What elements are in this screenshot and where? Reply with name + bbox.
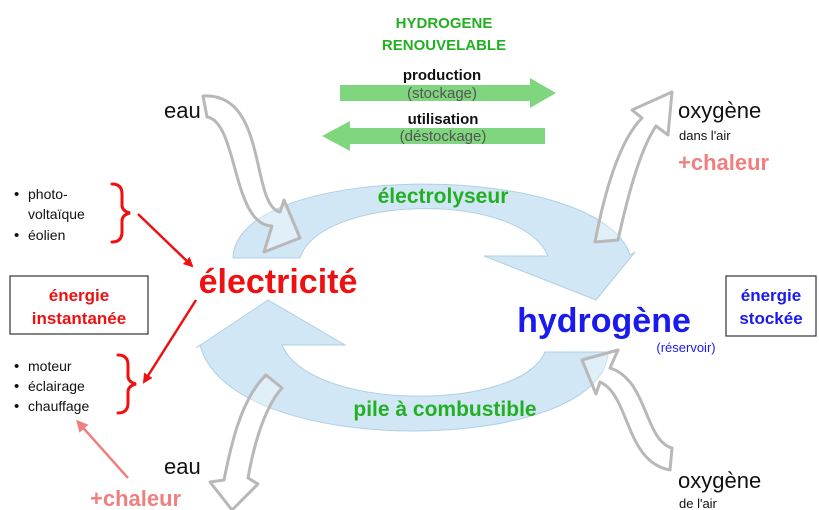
oxygen-bottom-label: oxygène xyxy=(678,468,761,493)
electrolyser-label: électrolyseur xyxy=(378,185,509,208)
source-item-wind: éolien xyxy=(28,227,65,243)
title-line-2: RENOUVELABLE xyxy=(382,37,506,54)
oxygen-top-sub: dans l'air xyxy=(679,128,731,143)
electricity-label: électricité xyxy=(199,263,358,301)
hydrogen-label: hydrogène xyxy=(517,302,691,340)
utilisation-arrow xyxy=(322,121,545,151)
water-bottom-label: eau xyxy=(164,454,201,479)
use-item-motor: moteur xyxy=(28,358,72,374)
source-item-pv-line2: voltaïque xyxy=(28,206,85,222)
use-bullet-3: • xyxy=(14,398,19,415)
instant-energy-line1: énergie xyxy=(49,286,109,305)
utilisation-label: utilisation xyxy=(408,111,479,128)
fuel-cell-label: pile à combustible xyxy=(353,398,536,421)
destorage-label: (déstockage) xyxy=(400,128,487,145)
stored-energy-line1: énergie xyxy=(741,286,801,305)
heat-label-left: +chaleur xyxy=(90,486,182,510)
electrolyser-cycle-arrow xyxy=(232,183,636,301)
source-bullet-2: • xyxy=(14,227,19,244)
heat-label-right: +chaleur xyxy=(678,150,770,175)
use-item-lighting: éclairage xyxy=(28,378,85,394)
oxygen-out-arrow xyxy=(593,90,674,244)
use-bullet-2: • xyxy=(14,378,19,395)
oxygen-in-arrow xyxy=(580,348,674,472)
electricity-to-uses-arrow xyxy=(142,299,198,384)
production-label: production xyxy=(403,67,481,84)
oxygen-top-label: oxygène xyxy=(678,98,761,123)
use-item-heating: chauffage xyxy=(28,398,89,414)
water-out-arrow xyxy=(208,373,284,510)
instant-energy-line2: instantanée xyxy=(32,309,126,328)
stored-energy-box xyxy=(725,275,817,337)
instant-energy-box xyxy=(9,275,149,335)
stored-energy-line2: stockée xyxy=(739,309,802,328)
uses-brace xyxy=(116,353,137,415)
storage-label: (stockage) xyxy=(407,85,477,102)
use-bullet-1: • xyxy=(14,358,19,375)
fuel-cell-cycle-arrow xyxy=(195,299,609,432)
title-line-1: HYDROGENE xyxy=(396,15,493,32)
source-item-pv-line1: photo- xyxy=(28,186,68,202)
reservoir-label: (réservoir) xyxy=(656,340,715,355)
water-in-arrow xyxy=(201,94,302,254)
sources-brace xyxy=(110,182,131,244)
water-top-label: eau xyxy=(164,98,201,123)
sources-to-electricity-arrow xyxy=(137,213,194,268)
production-arrow xyxy=(340,78,556,108)
oxygen-bottom-sub: de l'air xyxy=(679,496,718,510)
source-bullet-1: • xyxy=(14,186,19,203)
heat-up-arrow xyxy=(76,419,129,479)
